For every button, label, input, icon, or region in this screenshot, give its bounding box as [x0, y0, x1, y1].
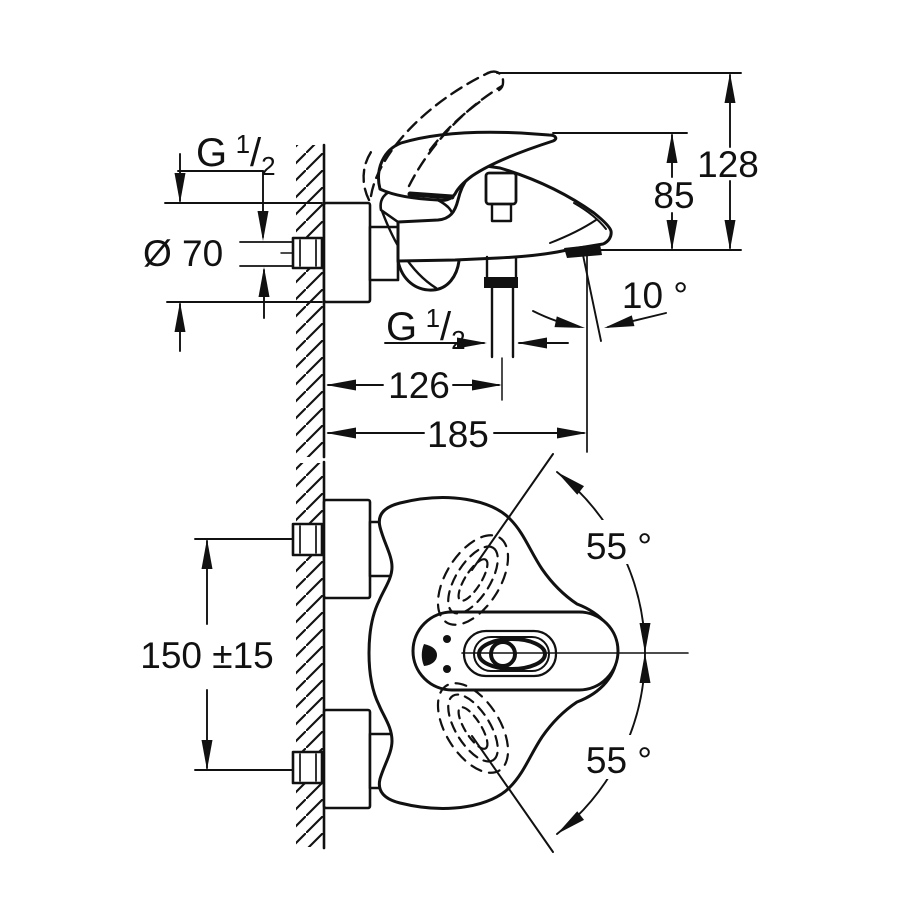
lever-cap-oval	[477, 637, 547, 671]
escutcheon-diameter-label: Ø 70	[143, 233, 223, 274]
swing-upper-label: 55 °	[586, 526, 652, 567]
hex-nut-side	[291, 236, 324, 270]
s-union-side	[368, 225, 400, 282]
handle-gap-line	[407, 191, 455, 200]
diverter-knob	[484, 171, 518, 223]
shower-outlet-pipe	[484, 255, 518, 359]
aerator	[564, 244, 602, 258]
side-dimension-lines	[164, 72, 742, 453]
indicator-dot-hot	[443, 635, 451, 643]
wall-hatch-top	[296, 145, 324, 457]
lever-handle-side	[377, 130, 558, 202]
side-view: G 1/2 Ø 70 128 85 10 ° G 1/2 126 185	[143, 70, 759, 459]
wall-to-outlet-label: 126	[388, 365, 450, 406]
spout-angle-label: 10 °	[622, 275, 688, 316]
wall-thread-label: G 1/2	[196, 129, 276, 181]
swing-lower-label: 55 °	[586, 740, 652, 781]
front-view: 150 ±15 55 ° 55 °	[140, 453, 689, 853]
wall-pipe-stub	[239, 241, 294, 267]
label-mask-upper	[582, 520, 656, 564]
label-mask-lower	[582, 735, 656, 779]
lever-cap-ring-inner	[473, 636, 550, 672]
lever-cap-button	[489, 640, 517, 668]
spout-nose-line	[573, 202, 607, 230]
indicator-dot-cold	[443, 665, 451, 673]
body-notch-mark	[421, 644, 437, 666]
spout-chamfer-line	[549, 219, 597, 244]
lever-handle-ghost	[362, 70, 505, 202]
lever-ghost-lower	[436, 682, 510, 774]
lever-ghost-upper	[436, 534, 510, 626]
inlet-spacing-label: 150 ±15	[140, 635, 273, 676]
overall-height-label: 128	[697, 144, 759, 185]
wall-hatch-bottom	[296, 463, 324, 847]
escutcheon-side	[322, 201, 372, 304]
handle-height-label: 85	[653, 175, 694, 216]
outlet-thread-label: G 1/2	[386, 303, 466, 355]
wall-to-spout-label: 185	[427, 414, 489, 455]
